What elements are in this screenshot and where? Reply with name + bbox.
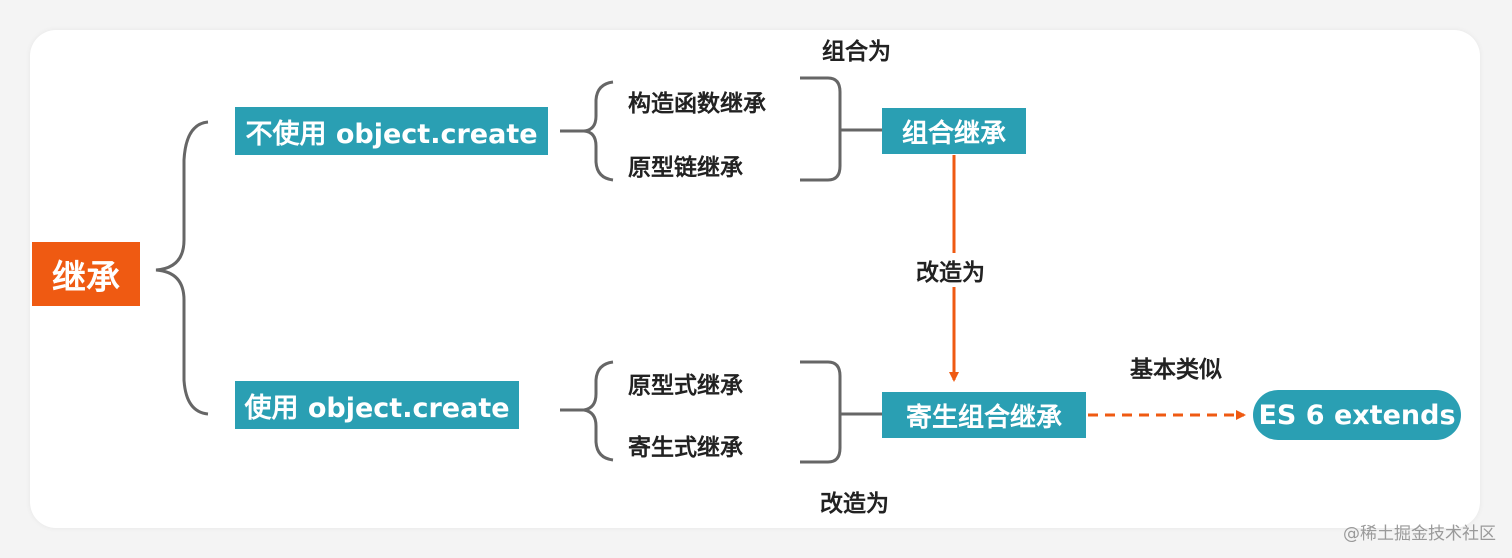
branch-object-create: 使用 object.create [235,381,519,429]
top-merge-bracket [800,76,882,182]
es6-extends-node: ES 6 extends [1253,390,1461,440]
method-prototype-chain-inheritance: 原型链继承 [628,155,743,181]
bottom-merge-bracket [800,360,882,464]
transform-label: 改造为 [914,253,987,287]
branch-no-object-create: 不使用 object.create [235,107,548,155]
combination-inheritance-node: 组合继承 [882,108,1026,154]
similar-label: 基本类似 [1130,357,1222,383]
root-brace [155,120,209,416]
bottom-transform-label: 改造为 [820,491,889,517]
root-node: 继承 [32,242,140,306]
parasitic-combination-inheritance-node: 寄生组合继承 [882,392,1086,438]
combine-label: 组合为 [822,39,891,65]
method-parasitic-inheritance: 寄生式继承 [628,435,743,461]
bottom-branch-brace [560,360,614,462]
method-prototypal-inheritance: 原型式继承 [628,373,743,399]
method-constructor-inheritance: 构造函数继承 [628,91,766,117]
watermark: @稀土掘金技术社区 [1343,524,1496,544]
top-branch-brace [560,80,614,182]
